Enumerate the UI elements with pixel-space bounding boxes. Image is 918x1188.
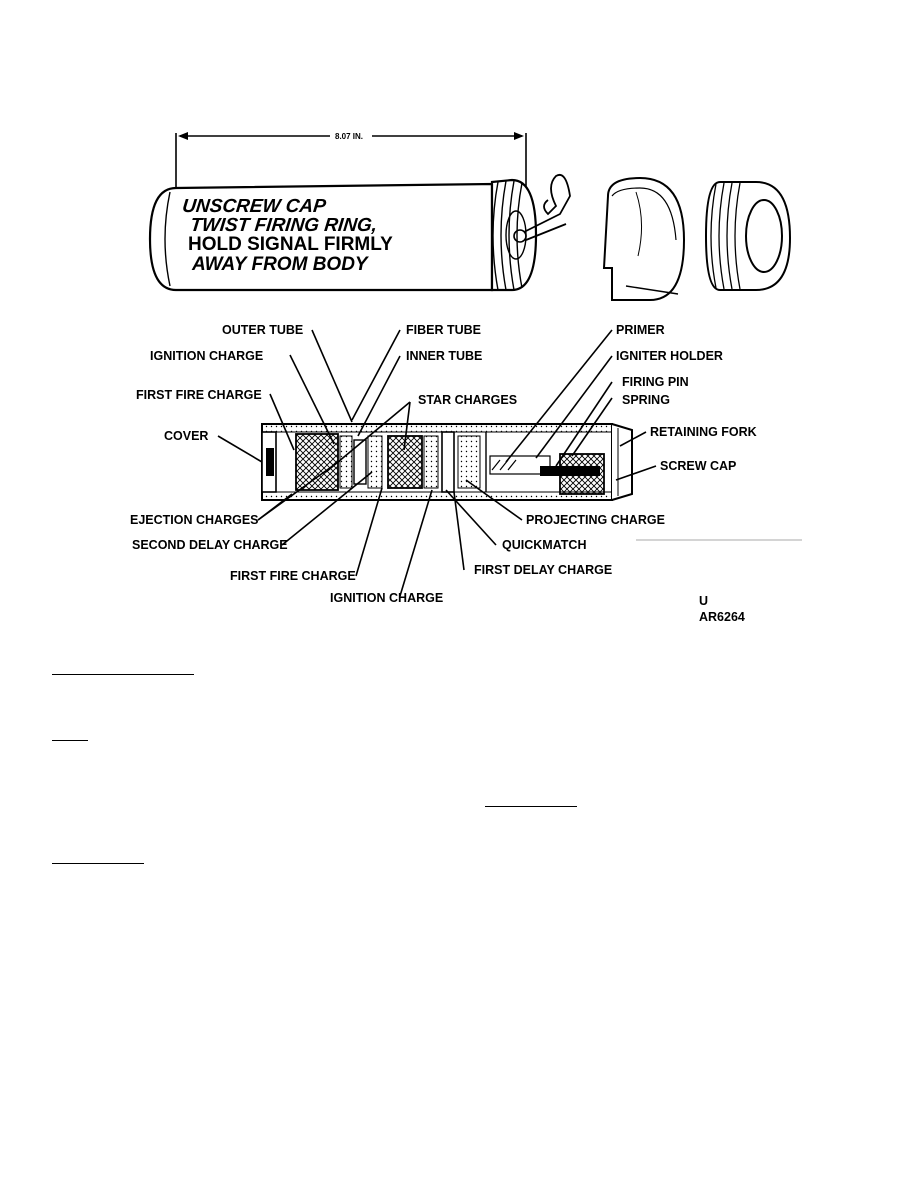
label-retaining-fork: RETAINING FORK [650,425,757,439]
label-fiber-tube: FIBER TUBE [406,323,481,337]
label-primer: PRIMER [616,323,665,337]
label-first-delay-charge: FIRST DELAY CHARGE [474,563,612,577]
figure-id: U AR6264 [699,594,745,624]
screw-cap-exterior [704,181,792,291]
figure-id-line1: U [699,594,708,608]
dimension-label: 8.07 IN. [335,132,363,141]
part-labels: OUTER TUBE IGNITION CHARGE FIRST FIRE CH… [130,323,757,605]
tube-text-twist: TWIST FIRING RING, [189,215,378,236]
label-ejection-charges: EJECTION CHARGES [130,513,259,527]
label-spring: SPRING [622,393,670,407]
label-star-charges: STAR CHARGES [418,393,517,407]
label-outer-tube: OUTER TUBE [222,323,303,337]
tube-text-unscrew: UNSCREW CAP [181,196,327,217]
underline-rule-4 [52,863,144,864]
signal-tube-exterior: UNSCREW CAP TWIST FIRING RING, HOLD SIGN… [148,174,571,292]
figure-id-line2: AR6264 [699,610,745,624]
underline-rule-2 [52,740,88,741]
label-second-delay-charge: SECOND DELAY CHARGE [132,538,288,552]
label-ignition-charge-top: IGNITION CHARGE [150,349,263,363]
label-inner-tube: INNER TUBE [406,349,482,363]
label-ignition-charge-bottom: IGNITION CHARGE [330,591,443,605]
tube-text-hold: HOLD SIGNAL FIRMLY [188,234,393,255]
label-igniter-holder: IGNITER HOLDER [616,349,723,363]
dimension-line: 8.07 IN. [175,132,527,190]
label-screw-cap: SCREW CAP [660,459,736,473]
tube-text-away: AWAY FROM BODY [191,254,370,275]
signal-cross-section [261,423,633,501]
label-projecting-charge: PROJECTING CHARGE [526,513,665,527]
label-first-fire-charge-top: FIRST FIRE CHARGE [136,388,262,402]
underline-rule-1 [52,674,194,675]
label-firing-pin: FIRING PIN [622,375,689,389]
label-first-fire-charge-bottom: FIRST FIRE CHARGE [230,569,356,583]
label-cover: COVER [164,429,208,443]
leader-lines [217,329,657,597]
underline-rule-3 [485,806,577,807]
cap-wrapper [602,176,686,301]
label-quickmatch: QUICKMATCH [502,538,586,552]
